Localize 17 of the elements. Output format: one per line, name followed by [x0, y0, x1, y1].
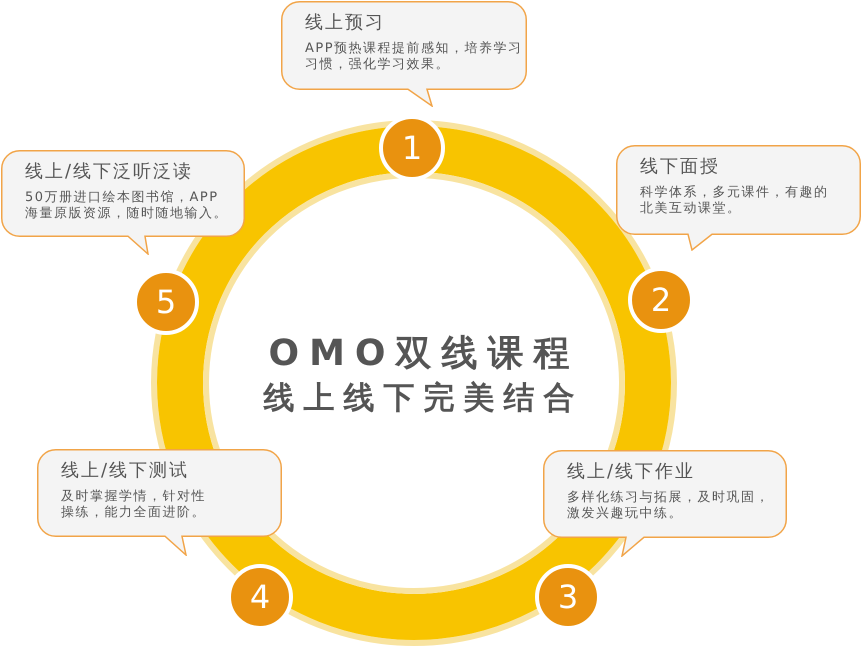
bubble-heading: 线上/线下测试 [61, 459, 190, 483]
speech-bubble [37, 449, 282, 556]
bubble-heading: 线下面授 [640, 155, 720, 179]
bubble-text: 及时掌握学情，针对性操练，能力全面进阶。 [61, 489, 207, 521]
bubble-text: 50万册进口绘本图书馆，APP海量原版资源，随时随地输入。 [25, 190, 229, 222]
bubble-text: 多样化练习与拓展，及时巩固，激发兴趣玩中练。 [567, 490, 771, 522]
bubble-heading: 线上预习 [305, 11, 385, 35]
speech-bubble [1, 150, 245, 255]
center-title: OMO双线课程 [267, 332, 580, 376]
speech-bubble [543, 450, 787, 557]
bubble-text: APP预热课程提前感知，培养学习习惯，强化学习效果。 [305, 41, 524, 73]
bubble-heading: 线上/线下作业 [567, 460, 696, 484]
bubble-text: 科学体系，多元课件，有趣的北美互动课堂。 [640, 185, 830, 217]
speech-bubble [616, 145, 861, 251]
center-subtitle: 线上线下完美结合 [262, 380, 584, 418]
speech-bubble [281, 1, 527, 107]
bubble-heading: 线上/线下泛听泛读 [25, 160, 194, 184]
